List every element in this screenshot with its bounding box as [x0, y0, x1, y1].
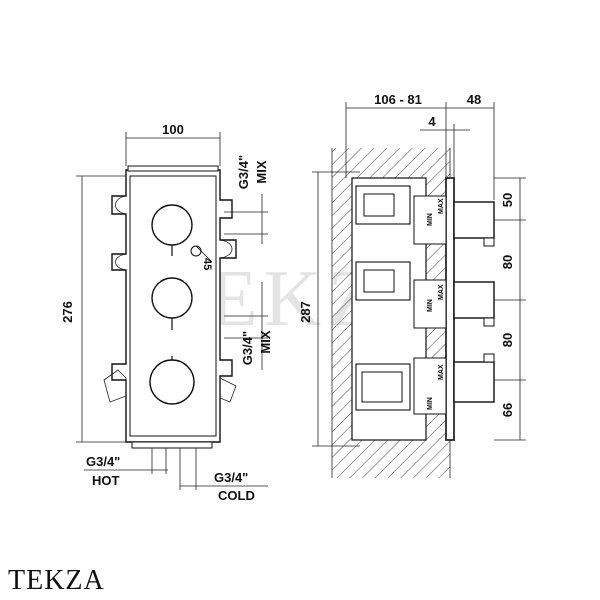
valve-2-min: MIN [427, 299, 434, 312]
side-height-label: 287 [298, 301, 313, 323]
side-view: MIN MAX MIN MAX MIN MAX 106 - 81 48 4 28… [298, 92, 526, 478]
front-lug-bottom-right [219, 377, 237, 403]
spacing-top-label: 50 [500, 193, 515, 207]
side-handle-2 [453, 281, 495, 319]
outlet-top-sub: MIX [254, 160, 269, 183]
valve-1-min: MIN [427, 213, 434, 226]
side-offset-label: 4 [428, 114, 436, 129]
front-width-label: 100 [162, 122, 184, 137]
outlet-bottom-sub: MIX [258, 330, 273, 353]
front-height-label: 276 [60, 301, 75, 323]
front-inner-frame [129, 175, 217, 437]
side-face-plate [445, 177, 455, 441]
side-handle-1 [453, 201, 495, 239]
outlet-bottom-label: G3/4" [240, 331, 255, 365]
side-valve-3 [413, 357, 447, 415]
side-block-3b [361, 371, 403, 403]
front-lug-left [115, 195, 127, 215]
cold-sub: COLD [218, 488, 255, 503]
front-knob-bottom [149, 359, 195, 405]
side-valve-2 [413, 279, 447, 329]
side-block-2b [363, 269, 395, 293]
hot-label: G3/4" [86, 454, 120, 469]
front-lug-bottom-left [103, 369, 127, 403]
brand-logo-text: TEKZA [8, 565, 105, 596]
outlet-top-label: G3/4" [236, 155, 251, 189]
valve-3-min: MIN [427, 397, 434, 410]
side-valve-1 [413, 195, 447, 245]
side-handle-2-tip [483, 317, 495, 327]
front-bottom-tab [131, 441, 213, 449]
spacing-mid2-label: 80 [500, 333, 515, 347]
front-diameter-leader [195, 245, 213, 263]
front-knob-top [151, 204, 193, 246]
valve-1-max: MAX [438, 198, 445, 214]
side-handle-1-tip [483, 237, 495, 247]
front-knob-mid [151, 277, 193, 319]
spacing-mid1-label: 80 [500, 255, 515, 269]
hot-sub: HOT [92, 473, 120, 488]
side-block-1b [363, 193, 395, 217]
spacing-bottom-label: 66 [500, 403, 515, 417]
front-lug-right [219, 239, 233, 259]
cold-label: G3/4" [214, 470, 248, 485]
front-lug-left-2 [115, 253, 127, 271]
valve-3-max: MAX [438, 364, 445, 380]
front-top-slot [127, 165, 219, 172]
side-depth-label: 106 - 81 [374, 92, 422, 107]
front-view: 45 100 276 G3/4" MIX G3/4" MIX G3/4" HOT [60, 122, 273, 503]
side-handle-3 [453, 361, 495, 403]
front-diameter-label: 45 [201, 258, 213, 270]
side-handle-3-tip [483, 353, 495, 363]
side-handle-label: 48 [467, 92, 481, 107]
valve-2-max: MAX [438, 284, 445, 300]
